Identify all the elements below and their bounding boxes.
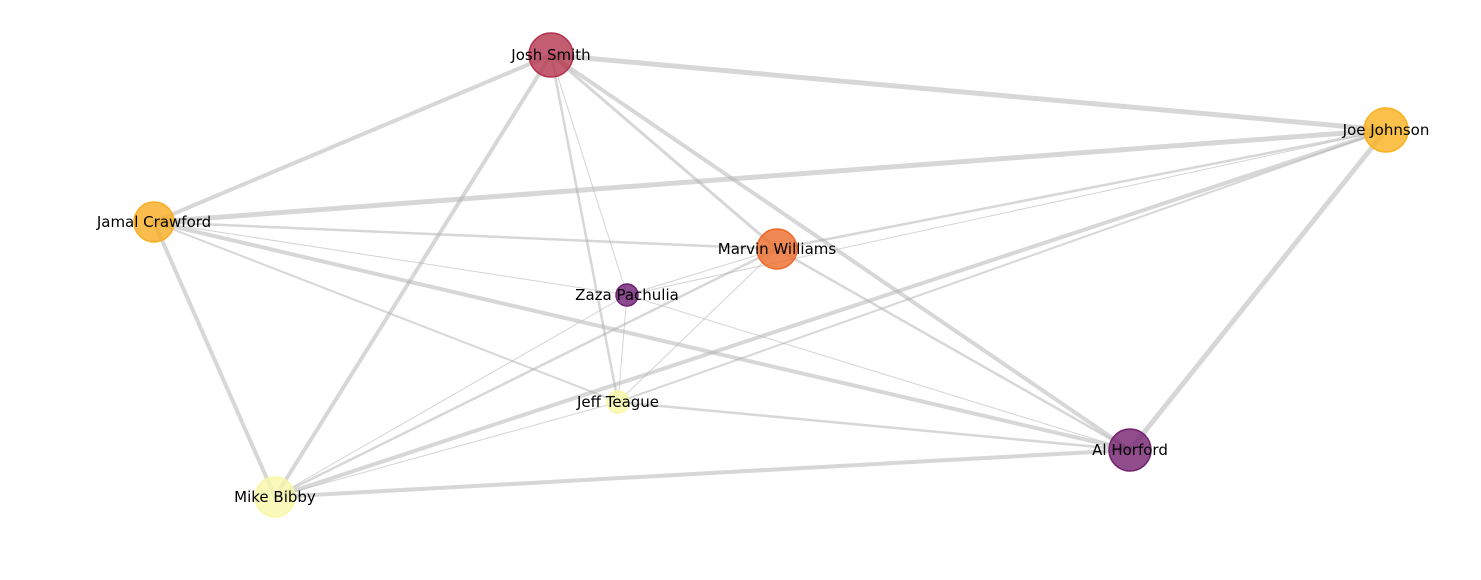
edge-josh-zaza bbox=[550, 54, 628, 296]
edge-jamal-jeff bbox=[153, 221, 619, 403]
edge-josh-al bbox=[549, 53, 1132, 452]
edge-joe-jamal bbox=[151, 127, 1389, 225]
node-jeff bbox=[606, 390, 630, 414]
edge-josh-mike bbox=[273, 53, 553, 499]
edge-joe-al bbox=[1127, 127, 1389, 453]
edge-josh-jeff bbox=[549, 53, 620, 404]
edge-marvin-zaza bbox=[626, 248, 778, 296]
node-label-al: Al Horford bbox=[1092, 441, 1168, 459]
edge-zaza-al bbox=[626, 294, 1131, 451]
node-marvin bbox=[756, 228, 798, 270]
edge-josh-jamal bbox=[152, 53, 553, 224]
edge-jeff-al bbox=[616, 400, 1132, 452]
edge-zaza-jeff bbox=[617, 294, 628, 403]
edge-jamal-al bbox=[152, 220, 1132, 452]
edge-josh-joe bbox=[548, 52, 1389, 133]
node-josh bbox=[528, 32, 574, 78]
node-label-jamal: Jamal Crawford bbox=[96, 213, 211, 231]
edge-marvin-mike bbox=[273, 247, 779, 499]
node-zaza bbox=[615, 283, 639, 307]
node-label-mike: Mike Bibby bbox=[234, 488, 316, 506]
edge-al-mike bbox=[273, 448, 1132, 499]
node-al bbox=[1108, 428, 1152, 472]
edge-jamal-marvin bbox=[152, 220, 779, 251]
node-label-josh: Josh Smith bbox=[510, 46, 590, 64]
edge-marvin-jeff bbox=[617, 248, 778, 403]
nodes-layer bbox=[133, 32, 1409, 518]
node-joe bbox=[1363, 107, 1409, 153]
edge-jeff-mike bbox=[274, 401, 619, 498]
node-label-marvin: Marvin Williams bbox=[718, 240, 837, 258]
edge-joe-marvin bbox=[775, 128, 1388, 251]
node-label-zaza: Zaza Pachulia bbox=[575, 286, 679, 304]
edge-zaza-mike bbox=[274, 294, 628, 498]
edge-jamal-zaza bbox=[153, 221, 628, 296]
node-mike bbox=[254, 476, 296, 518]
edge-marvin-al bbox=[775, 247, 1132, 452]
edge-joe-mike bbox=[273, 128, 1388, 499]
edge-joe-jeff bbox=[617, 129, 1387, 403]
node-jamal bbox=[133, 201, 175, 243]
edge-jamal-mike bbox=[152, 220, 277, 499]
edges-layer bbox=[151, 52, 1389, 499]
edge-josh-marvin bbox=[549, 53, 779, 251]
node-label-joe: Joe Johnson bbox=[1342, 121, 1430, 139]
node-label-jeff: Jeff Teague bbox=[576, 393, 659, 411]
edge-joe-zaza bbox=[626, 129, 1387, 296]
